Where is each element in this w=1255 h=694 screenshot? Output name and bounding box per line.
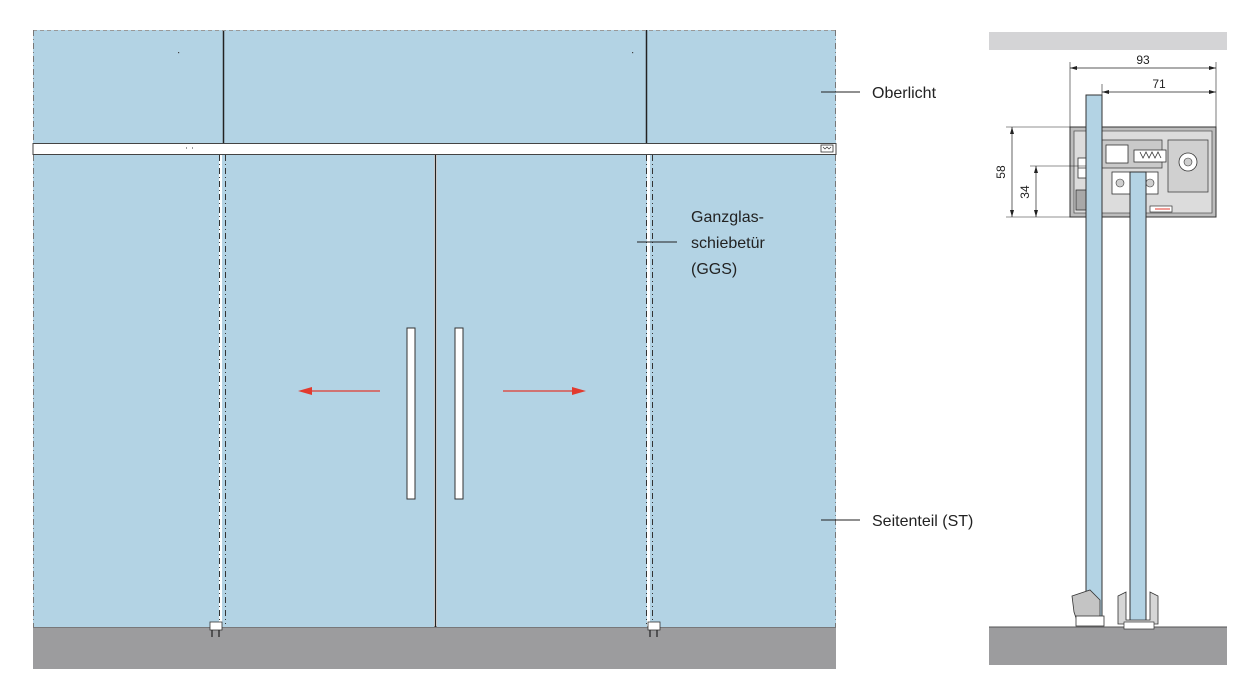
- side-panel-right: [650, 155, 836, 627]
- section-glass-fixed: [1085, 94, 1103, 625]
- arrow-right-icon: [503, 387, 586, 395]
- label-ggs-line1: Ganzglas-: [691, 209, 764, 226]
- dim-width-inner: 71: [1152, 77, 1166, 91]
- dimension-58: 58: [994, 126, 1070, 218]
- floor-guide-right: [647, 621, 661, 637]
- section-glass-sliding: [1129, 171, 1147, 623]
- handle-left: [406, 327, 416, 500]
- dimension-93: 93: [1069, 53, 1217, 127]
- section-view: 93 71 58 34: [989, 32, 1227, 665]
- dimension-71: 71: [1101, 77, 1216, 95]
- floor: [33, 627, 836, 669]
- dim-height-total: 58: [994, 165, 1008, 179]
- dim-height-inner: 34: [1018, 185, 1032, 199]
- bottom-profile-sliding: [1117, 591, 1159, 630]
- header-rail: [32, 143, 837, 155]
- arrow-left-icon: [298, 387, 380, 395]
- label-ggs-line2: schiebetür: [691, 235, 765, 252]
- section-floor: [989, 627, 1227, 665]
- transom-panels: [33, 30, 836, 143]
- label-ggs-line3: (GGS): [691, 261, 737, 278]
- door-handles: [406, 327, 464, 500]
- bottom-profile-fixed: [1071, 589, 1105, 627]
- dim-width-total: 93: [1136, 53, 1150, 67]
- label-seitenteil: Seitenteil (ST): [872, 513, 973, 530]
- side-panel-left: [33, 155, 219, 627]
- label-oberlicht: Oberlicht: [872, 85, 937, 102]
- front-view: Oberlicht Ganzglas- schiebetür (GGS) Sei…: [32, 30, 973, 669]
- floor-guide-left: [209, 621, 223, 637]
- ceiling-bar: [989, 32, 1227, 50]
- handle-right: [454, 327, 464, 500]
- dimension-34: 34: [1018, 165, 1086, 217]
